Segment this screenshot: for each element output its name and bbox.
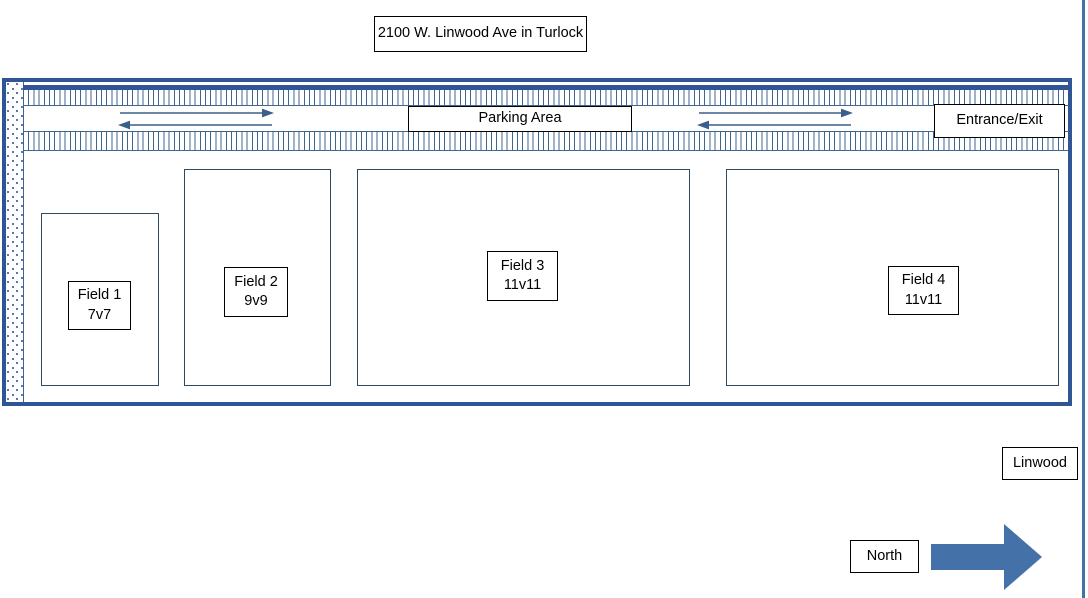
north-arrow-icon [931, 521, 1042, 593]
street-label-text: Linwood [1012, 454, 1067, 471]
field-3-label: Field 3 11v11 [487, 251, 558, 301]
street-label: Linwood [1002, 447, 1078, 480]
field-1-format: 7v7 [87, 306, 112, 323]
page-title-text: 2100 W. Linwood Ave in Turlock [377, 25, 584, 42]
north-label-text: North [866, 547, 903, 564]
north-label: North [850, 540, 919, 573]
field-4-name: Field 4 [901, 272, 946, 289]
field-1-label: Field 1 7v7 [68, 281, 131, 330]
field-4-label: Field 4 11v11 [888, 266, 959, 315]
field-2-format: 9v9 [244, 293, 268, 309]
parking-stalls-top-row [23, 85, 1068, 106]
parking-stalls-bottom-row [23, 131, 1068, 151]
parking-area-label-text: Parking Area [478, 110, 562, 127]
entrance-exit-label: Entrance/Exit [934, 104, 1065, 138]
page-title: 2100 W. Linwood Ave in Turlock [374, 16, 587, 52]
field-2-name: Field 2 [234, 273, 278, 290]
field-1-name: Field 1 [77, 287, 122, 304]
entrance-exit-label-text: Entrance/Exit [956, 112, 1043, 129]
field-4-format: 11v11 [904, 291, 943, 308]
left-border-strip [6, 82, 24, 402]
parking-area-label: Parking Area [408, 106, 632, 132]
traffic-flow-arrows-left [118, 105, 274, 133]
field-3-format: 11v11 [503, 277, 542, 293]
traffic-flow-arrows-right [697, 105, 853, 133]
page-edge-rule [1082, 0, 1085, 598]
field-3-name: Field 3 [500, 257, 545, 274]
field-2-label: Field 2 9v9 [224, 267, 288, 317]
